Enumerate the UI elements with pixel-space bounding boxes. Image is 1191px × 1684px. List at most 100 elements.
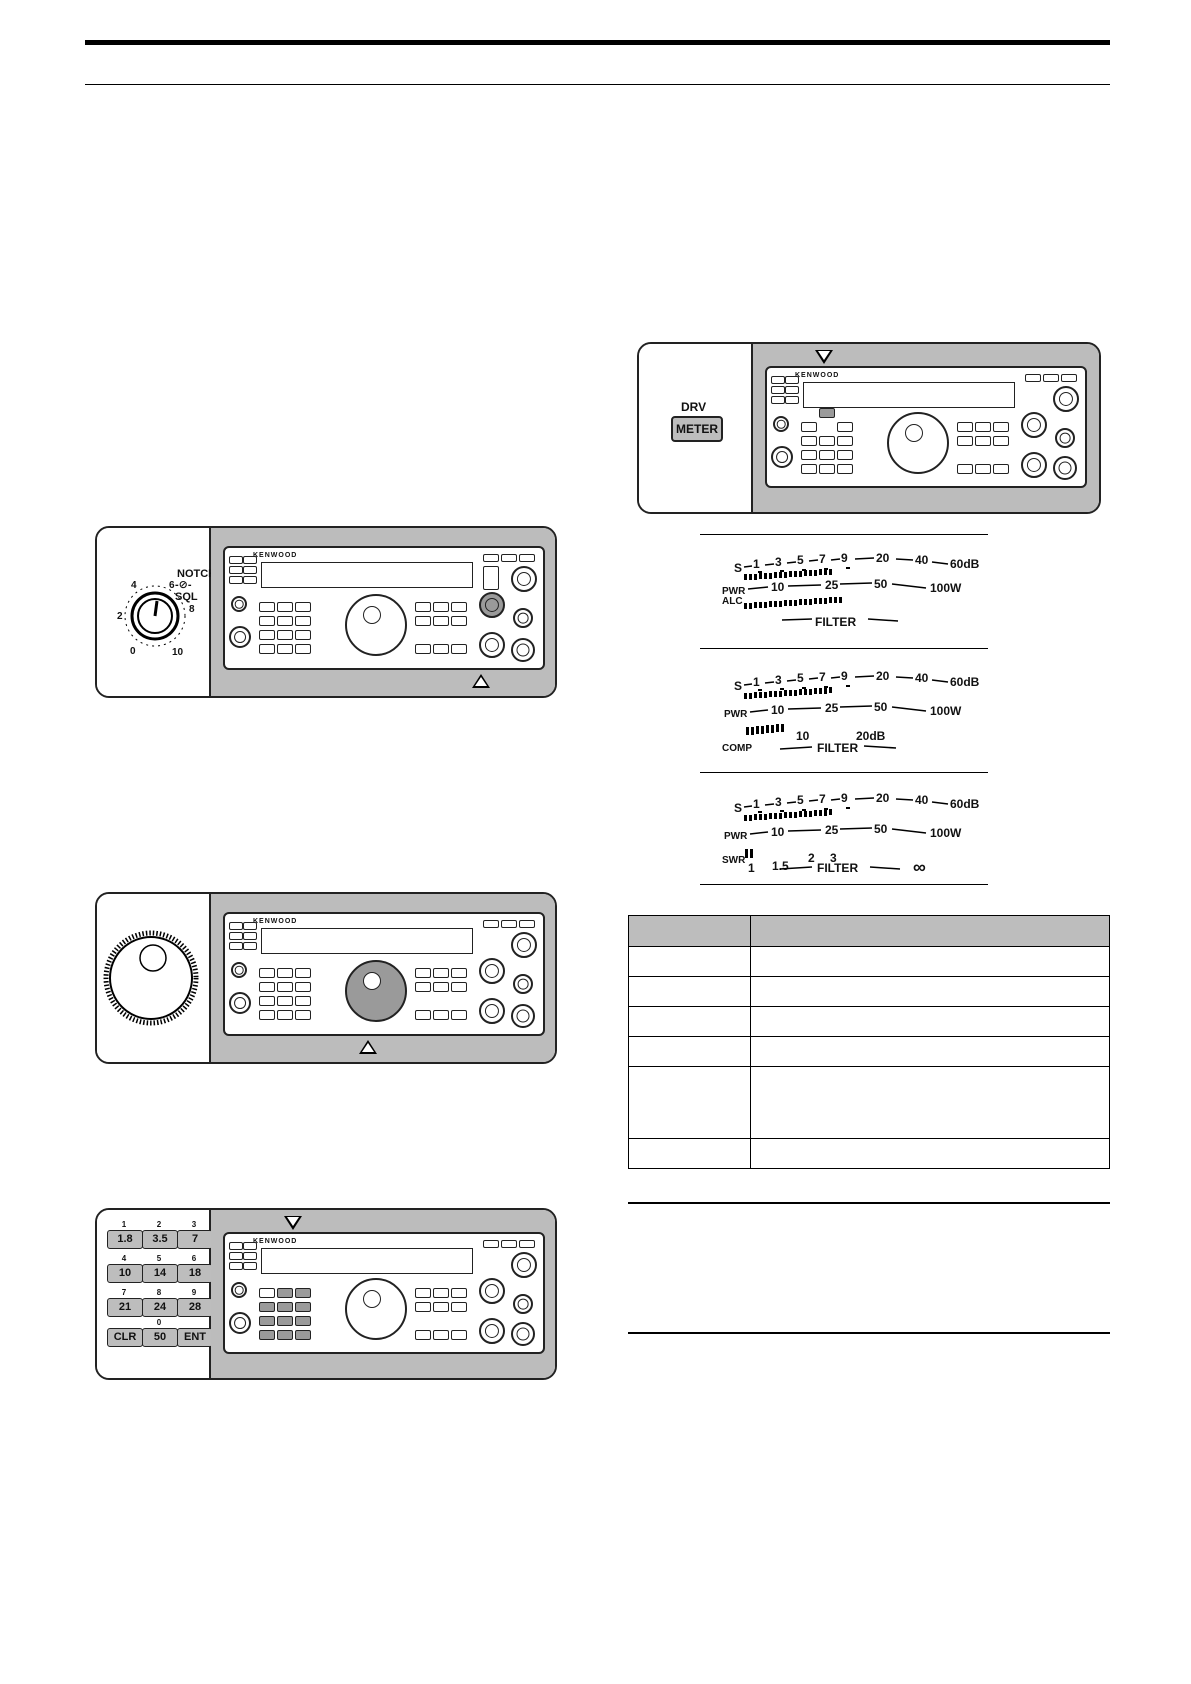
meter-scale-alc: S 1 3 5 7 9 20 40 60dB PWR ALC 10 25 50 … <box>700 534 988 647</box>
s-scale-20: 20 <box>876 551 890 565</box>
key-number: 9 <box>191 1288 197 1297</box>
radio-body: KENWOOD <box>753 344 1099 512</box>
panel-button <box>229 556 243 564</box>
key-50: 50 <box>142 1328 178 1347</box>
band-key-highlighted <box>277 1302 293 1312</box>
key-number: 2 <box>156 1220 162 1229</box>
band-key-highlighted <box>295 1288 311 1298</box>
transceiver-front: KENWOOD <box>223 546 545 670</box>
panel-button <box>483 920 499 928</box>
table-cell <box>628 1006 751 1037</box>
panel-button <box>259 644 275 654</box>
filter-label: FILTER <box>817 861 859 875</box>
key-number: 4 <box>121 1254 127 1263</box>
panel-button <box>259 616 275 626</box>
notch-label: NOTCH <box>177 568 217 580</box>
panel-button <box>1061 374 1077 382</box>
panel-button <box>277 1010 293 1020</box>
knob-inset: 0 2 4 6 8 10 NOTCH -⊘-SQL <box>97 528 216 696</box>
pwr-scale-25: 25 <box>825 701 839 715</box>
band-key-highlighted <box>259 1316 275 1326</box>
panel-knob <box>1053 386 1079 412</box>
meter-function-table <box>628 915 1110 1169</box>
power-knob <box>231 596 247 612</box>
table-cell <box>750 1138 1110 1169</box>
panel-button <box>415 1330 431 1340</box>
swr-scale-2: 2 <box>808 851 815 865</box>
s-scale-20: 20 <box>876 669 890 683</box>
panel-button <box>243 1262 257 1270</box>
panel-button <box>229 932 243 940</box>
panel-button <box>277 602 293 612</box>
table-cell <box>628 946 751 977</box>
panel-button <box>957 464 973 474</box>
swr-scale-infinity: ∞ <box>913 857 926 877</box>
panel-button <box>451 1288 467 1298</box>
s-scale-60db: 60dB <box>950 797 980 811</box>
panel-button <box>433 982 449 992</box>
panel-button <box>451 616 467 626</box>
panel-knob <box>511 1322 535 1346</box>
notch-sql-knob-highlighted <box>479 592 505 618</box>
panel-button <box>785 396 799 404</box>
panel-button <box>801 436 817 446</box>
panel-button <box>433 1010 449 1020</box>
radio-body: KENWOOD <box>211 528 555 696</box>
panel-button <box>277 630 293 640</box>
panel-button <box>451 982 467 992</box>
comp-scale-20db: 20dB <box>856 729 886 743</box>
panel-button <box>243 556 257 564</box>
table-row <box>628 976 1110 1007</box>
panel-knob <box>511 1004 535 1028</box>
panel-knob <box>513 608 533 628</box>
panel-button <box>451 1330 467 1340</box>
pwr-scale-25: 25 <box>825 578 839 592</box>
table-cell <box>628 1138 751 1169</box>
panel-button <box>259 1288 275 1298</box>
lcd-display <box>261 1248 473 1274</box>
power-knob <box>773 416 789 432</box>
panel-button <box>771 396 785 404</box>
panel-button <box>243 1252 257 1260</box>
panel-button <box>259 982 275 992</box>
mic-connector <box>229 992 251 1014</box>
pwr-label: PWR <box>724 831 748 842</box>
panel-button <box>501 554 517 562</box>
panel-button <box>415 982 431 992</box>
panel-button <box>1043 374 1059 382</box>
panel-button <box>519 1240 535 1248</box>
key-18: 18 <box>177 1264 213 1283</box>
panel-button <box>837 436 853 446</box>
s-scale-40: 40 <box>915 553 929 567</box>
pwr-scale-50: 50 <box>874 822 888 836</box>
key-number: 5 <box>156 1254 162 1263</box>
panel-button <box>451 968 467 978</box>
pointer-arrow-up-icon <box>472 674 490 688</box>
table-row <box>628 1138 1110 1169</box>
table-cell <box>750 1066 1110 1139</box>
panel-button <box>483 1240 499 1248</box>
s-scale-s: S <box>734 561 743 575</box>
panel-button <box>483 566 499 590</box>
key-24: 24 <box>142 1298 178 1317</box>
mic-connector <box>229 626 251 648</box>
panel-button <box>519 920 535 928</box>
panel-button <box>229 1252 243 1260</box>
panel-button <box>819 464 835 474</box>
s-scale-9: 9 <box>841 791 848 805</box>
table-cell <box>628 976 751 1007</box>
panel-button <box>243 576 257 584</box>
drv-label: DRV <box>681 400 707 414</box>
brand-logo: KENWOOD <box>795 372 840 379</box>
panel-button <box>433 1302 449 1312</box>
swr-label: SWR <box>722 855 746 866</box>
key-28: 28 <box>177 1298 213 1317</box>
pwr-scale-10: 10 <box>771 825 785 839</box>
panel-button <box>433 968 449 978</box>
panel-button <box>243 1242 257 1250</box>
s-scale-1: 1 <box>753 675 760 689</box>
swr-scale-3: 3 <box>830 851 837 865</box>
figure-notch-knob: 0 2 4 6 8 10 NOTCH -⊘-SQL KENWOOD <box>95 526 557 698</box>
panel-button <box>243 932 257 940</box>
s-scale-5: 5 <box>797 553 804 567</box>
